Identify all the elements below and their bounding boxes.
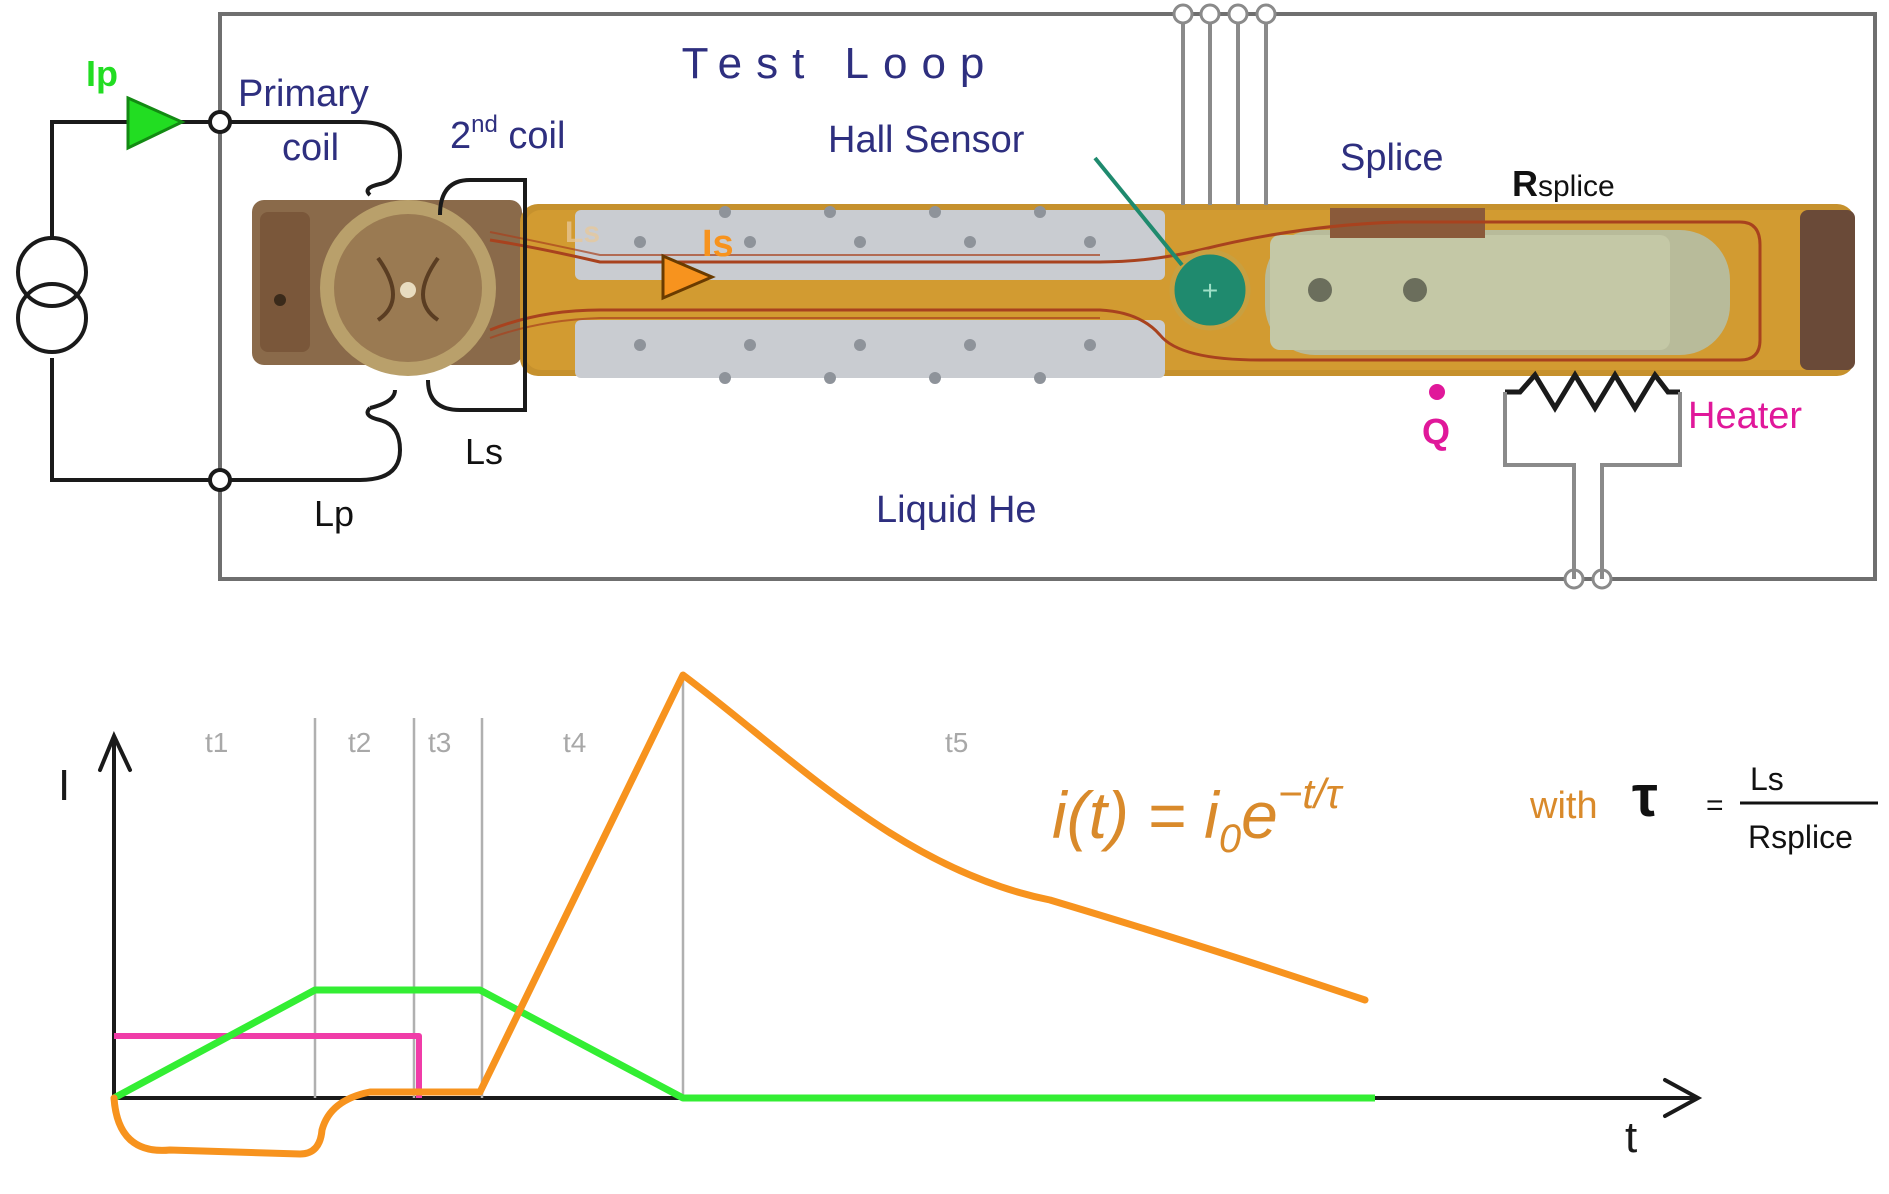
formula-tau: τ [1632,764,1658,829]
ls-photo-label: Ls [565,216,600,249]
instrument-leads [1181,14,1268,205]
heater-resistor-icon [1505,370,1680,413]
hall-sensor-label: Hall Sensor [828,119,1025,161]
second-coil-label: 2nd coil [450,111,565,157]
y-axis-label: I [58,761,70,810]
secondary-current-trace [110,671,1369,1158]
r-splice-sub: splice [1538,170,1615,203]
formula-with: with [1529,785,1598,827]
test-loop-frame [218,12,1877,581]
test-loop-title: Test Loop [682,39,999,88]
heater-current-trace [114,1033,422,1098]
hall-sensor-disc [1169,249,1251,331]
formula-exponent: −t/τ [1278,770,1344,817]
formula-i-t: i(t) = i [1052,778,1221,852]
is-direction-arrow-icon [661,253,716,301]
second-coil-label-rest: coil [498,115,566,157]
primary-coil-label-line2: coil [282,127,339,169]
is-label: Is [702,223,734,265]
primary-coil-label-line1: Primary [238,73,369,115]
primary-current-trace [112,986,1375,1102]
heater-label: Heater [1688,395,1802,437]
phase-label-t5: t5 [945,727,968,758]
formula-sub0: 0 [1219,817,1241,861]
formula-equals: = [1706,789,1724,822]
primary-terminal-top [208,110,232,134]
formula-lhs: i(t) = i0e−t/τ [1052,770,1344,861]
formula-e: e [1241,778,1278,852]
ip-direction-arrow-icon [126,95,186,151]
formula-denominator: Rsplice [1748,819,1853,855]
heater-leads [1503,392,1682,579]
timeline-axes [98,731,1703,1118]
x-axis-label: t [1625,1113,1637,1162]
phase-label-t3: t3 [428,727,451,758]
second-coil-label-base: 2 [450,115,471,157]
decay-formula: i(t) = i0e−t/τ with τ = Ls Rsplice [1052,761,1878,861]
phase-label-t1: t1 [205,727,228,758]
q-heat-dot-icon [1429,384,1445,400]
second-coil-label-sup: nd [471,111,498,138]
lp-label: Lp [314,493,354,534]
phase-labels: t1 t2 t3 t4 t5 [205,727,968,758]
ls-label: Ls [465,431,503,472]
liquid-he-label: Liquid He [876,489,1037,531]
current-source-icon [16,236,88,354]
r-splice-main: R [1512,163,1538,204]
ip-label: Ip [86,53,118,94]
svg-text:+: + [1202,275,1218,306]
formula-numerator: Ls [1750,761,1784,797]
splice-label: Splice [1340,137,1444,179]
phase-label-t2: t2 [348,727,371,758]
hall-sensor-pointer [1093,156,1184,267]
q-label: Q [1422,411,1450,452]
sample-holder-photo: + [252,156,1855,384]
r-splice-label: Rsplice [1512,163,1615,204]
phase-label-t4: t4 [563,727,586,758]
primary-terminal-bottom [208,468,232,492]
secondary-coil-bracket [426,178,527,412]
